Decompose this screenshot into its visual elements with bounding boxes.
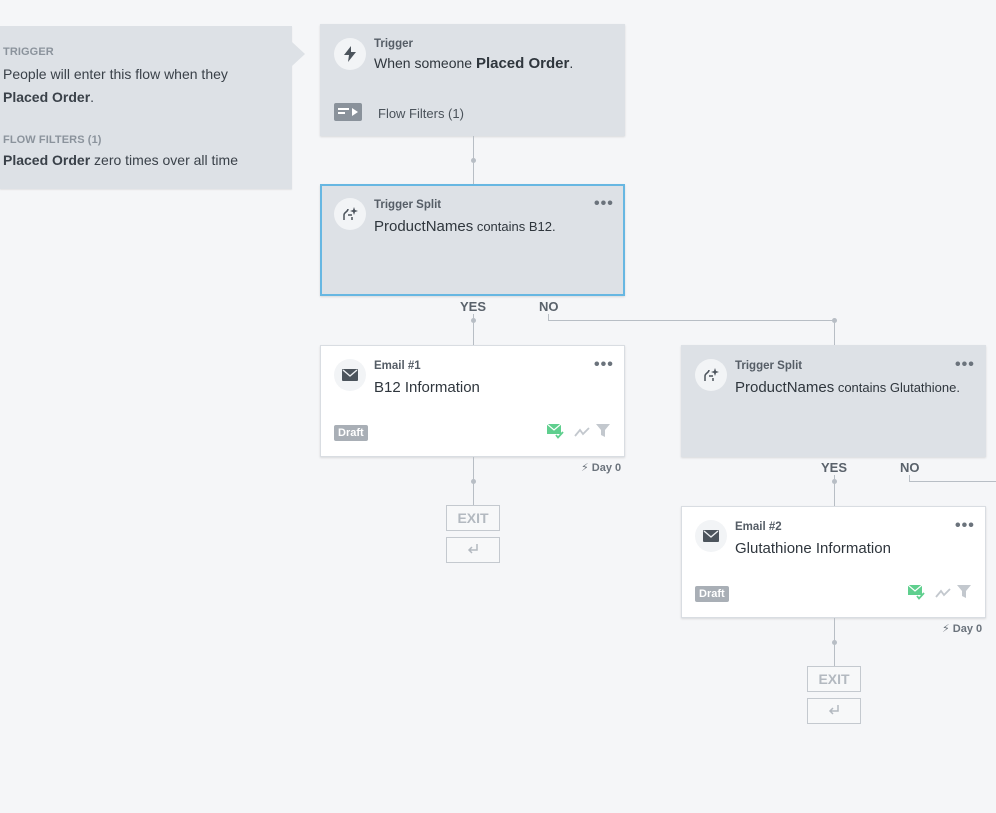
split-icon-wrap (334, 198, 366, 230)
split2-kicker: Trigger Split (735, 360, 803, 372)
smart-sending-icon (907, 584, 925, 605)
add-step-button[interactable] (807, 698, 861, 724)
trigger-text-prefix: When someone (374, 55, 476, 71)
connector-dot (832, 318, 837, 323)
email-card[interactable] (681, 506, 986, 618)
summary-trigger-label: TRIGGER (3, 46, 54, 58)
connector-line (834, 475, 835, 506)
lightning-icon: ⚡︎ (942, 623, 950, 635)
trigger-card[interactable] (320, 24, 625, 136)
email-icon-wrap (695, 520, 727, 552)
filter-icon (596, 424, 610, 443)
trigger-split-card[interactable] (320, 184, 625, 296)
connector-line (909, 481, 996, 482)
email2-delay-text: Day 0 (952, 623, 983, 635)
split1-no-label: NO (539, 299, 559, 314)
summary-trigger-metric-line: Placed Order. (3, 86, 94, 109)
email1-title: B12 Information (374, 379, 480, 396)
return-arrow-icon (828, 705, 839, 715)
exit-node: EXIT (807, 666, 861, 692)
split1-menu-button[interactable]: ••• (594, 195, 614, 212)
split1-property: ProductNames (374, 218, 474, 235)
connector-dot (471, 479, 476, 484)
split1-condition: ProductNames contains B12. (374, 218, 556, 235)
summary-filter-text: Placed Order zero times over all time (3, 149, 238, 172)
split2-menu-button[interactable]: ••• (955, 356, 975, 373)
trigger-description: When someone Placed Order. (374, 55, 573, 72)
utm-tracking-icon (574, 425, 590, 443)
connector-dot (832, 640, 837, 645)
flow-filters-link[interactable]: Flow Filters (1) (378, 106, 464, 121)
summary-pointer (292, 42, 305, 66)
split2-condition-text: contains Glutathione. (834, 380, 960, 395)
email1-kicker: Email #1 (374, 360, 421, 372)
lightning-icon (344, 46, 356, 62)
connector-dot (471, 318, 476, 323)
email2-menu-button[interactable]: ••• (955, 517, 975, 534)
email-card[interactable] (320, 345, 625, 457)
filter-icon (957, 585, 971, 604)
envelope-icon (342, 369, 358, 381)
split-icon (343, 207, 358, 220)
trigger-kicker: Trigger (374, 38, 413, 50)
email-icon-wrap (334, 359, 366, 391)
split2-yes-label: YES (821, 460, 848, 475)
connector-line (834, 320, 835, 345)
summary-trigger-text: People will enter this flow when they (3, 66, 228, 82)
split1-yes-label: YES (460, 299, 487, 314)
summary-trigger-period: . (90, 89, 95, 105)
split-icon-wrap (695, 359, 727, 391)
flow-filters-icon (334, 103, 362, 126)
trigger-text-suffix: . (569, 55, 574, 71)
summary-filter-metric: Placed Order (3, 152, 91, 168)
email1-delay: ⚡︎ Day 0 (581, 461, 621, 474)
email1-delay-text: Day 0 (591, 462, 622, 474)
split2-condition: ProductNames contains Glutathione. (735, 379, 960, 396)
connector-dot (471, 158, 476, 163)
summary-filter-rest: zero times over all time (90, 152, 238, 168)
split1-condition-text: contains B12. (473, 219, 556, 234)
split-icon (704, 368, 719, 381)
add-step-button[interactable] (446, 537, 500, 563)
smart-sending-icon (546, 423, 564, 444)
connector-line (548, 314, 549, 320)
trigger-summary-panel (0, 26, 292, 189)
email2-status-badge: Draft (695, 586, 729, 602)
connector-line (473, 314, 474, 345)
split2-property: ProductNames (735, 379, 835, 396)
lightning-icon: ⚡︎ (581, 462, 589, 474)
envelope-icon (703, 530, 719, 542)
return-arrow-icon (467, 544, 478, 554)
email2-kicker: Email #2 (735, 521, 782, 533)
exit-node: EXIT (446, 505, 500, 531)
summary-trigger-metric: Placed Order (3, 89, 91, 105)
email2-delay: ⚡︎ Day 0 (942, 622, 982, 635)
connector-dot (832, 479, 837, 484)
split2-no-label: NO (900, 460, 920, 475)
email2-title: Glutathione Information (735, 540, 891, 557)
email1-menu-button[interactable]: ••• (594, 356, 614, 373)
email1-status-badge: Draft (334, 425, 368, 441)
connector-line (909, 475, 910, 481)
utm-tracking-icon (935, 586, 951, 604)
trigger-split-card[interactable] (681, 345, 986, 457)
connector-line (548, 320, 835, 321)
trigger-metric: Placed Order (475, 55, 570, 72)
summary-filters-label: FLOW FILTERS (1) (3, 134, 102, 146)
trigger-icon-wrap (334, 38, 366, 70)
split1-kicker: Trigger Split (374, 199, 442, 211)
